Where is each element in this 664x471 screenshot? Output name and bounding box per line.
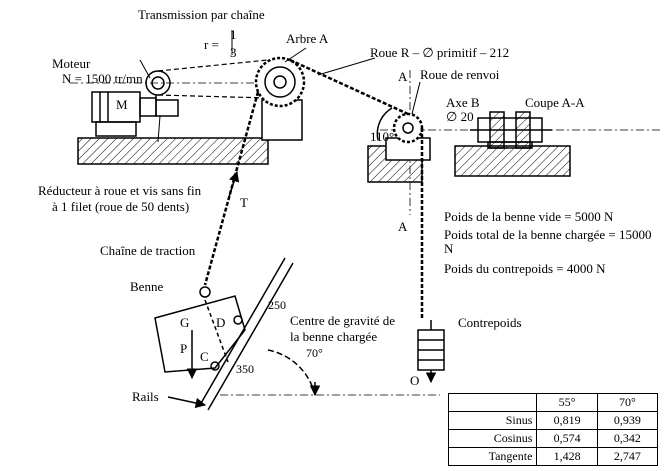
coupe-label: Coupe A-A xyxy=(525,95,585,110)
transmission-label: Transmission par chaîne xyxy=(138,7,265,22)
dim-250-label: 250 xyxy=(268,298,286,312)
moteur-speed: N = 1500 tr/mn xyxy=(62,71,143,86)
point-c-label: C xyxy=(200,349,209,364)
coupe-aa-section xyxy=(470,111,552,149)
table-row: Sinus 0,819 0,939 xyxy=(447,411,659,430)
reducteur-detail: à 1 filet (roue de 50 dents) xyxy=(52,199,190,214)
traction-chain xyxy=(203,58,424,320)
tension-arrow xyxy=(227,171,240,201)
leader-lines xyxy=(139,30,421,143)
table-cell: 0,574 xyxy=(536,429,598,448)
point-o-label: O xyxy=(410,373,420,388)
angle-110-label: 110° xyxy=(370,129,395,144)
row-label: Tangente xyxy=(447,447,538,466)
table-cell: 1,428 xyxy=(536,447,598,466)
table-cell: 2,747 xyxy=(596,447,659,466)
rails-label: Rails xyxy=(132,389,159,404)
row-label: Sinus xyxy=(447,411,538,430)
axe-b-diameter: ∅ 20 xyxy=(446,109,474,124)
dim-350-label: 350 xyxy=(236,362,254,376)
table-cell: 0,819 xyxy=(536,411,598,430)
table-header-row: 55° 70° xyxy=(447,393,659,412)
benne-label: Benne xyxy=(130,279,164,294)
poids-contrepoids: Poids du contrepoids = 4000 N xyxy=(444,261,606,276)
arbre-a-label: Arbre A xyxy=(286,31,329,46)
transmission-chain xyxy=(157,59,269,99)
table-header-cell xyxy=(447,393,538,412)
tension-t-label: T xyxy=(240,195,248,210)
trig-table: 55° 70° Sinus 0,819 0,939 Cosinus 0,574 … xyxy=(447,393,659,466)
reducteur-label: Réducteur à roue et vis sans fin xyxy=(38,183,202,198)
ratio-numerator: 1 xyxy=(230,27,237,42)
ratio-prefix: r = xyxy=(204,37,219,52)
chaine-traction-label: Chaîne de traction xyxy=(100,243,196,258)
section-a-bottom: A xyxy=(398,219,408,234)
table-row: Cosinus 0,574 0,342 xyxy=(447,429,659,448)
axe-b-label: Axe B xyxy=(446,95,480,110)
table-cell: 0,939 xyxy=(596,411,659,430)
table-header-cell: 55° xyxy=(536,393,598,412)
contrepoids-block xyxy=(417,320,445,384)
section-a-top: A xyxy=(398,69,408,84)
poids-total: Poids total de la benne chargée = 15000 … xyxy=(444,227,652,256)
table-cell: 0,342 xyxy=(596,429,659,448)
contrepoids-label: Contrepoids xyxy=(458,315,522,330)
motor-m-label: M xyxy=(116,97,128,112)
moteur-label: Moteur xyxy=(52,56,91,71)
rails xyxy=(167,257,321,411)
centre-gravite-label: Centre de gravité de xyxy=(290,313,396,328)
table-header-cell: 70° xyxy=(596,393,659,412)
row-label: Cosinus xyxy=(447,429,538,448)
table-row: Tangente 1,428 2,747 xyxy=(447,447,659,466)
roue-r-wheel xyxy=(254,56,306,141)
roue-r-label: Roue R – ∅ primitif – 212 xyxy=(370,45,510,60)
point-d-label: D xyxy=(216,315,226,330)
roue-renvoi-label: Roue de renvoi xyxy=(420,67,500,82)
poids-vide: Poids de la benne vide = 5000 N xyxy=(444,209,614,224)
point-p-label: P xyxy=(180,341,188,356)
benne-bucket xyxy=(154,286,246,380)
angle-70-label: 70° xyxy=(306,346,323,360)
centre-gravite-label-2: la benne chargée xyxy=(290,329,378,344)
ratio-denominator: 3 xyxy=(230,45,237,60)
point-g-label: G xyxy=(180,315,190,330)
